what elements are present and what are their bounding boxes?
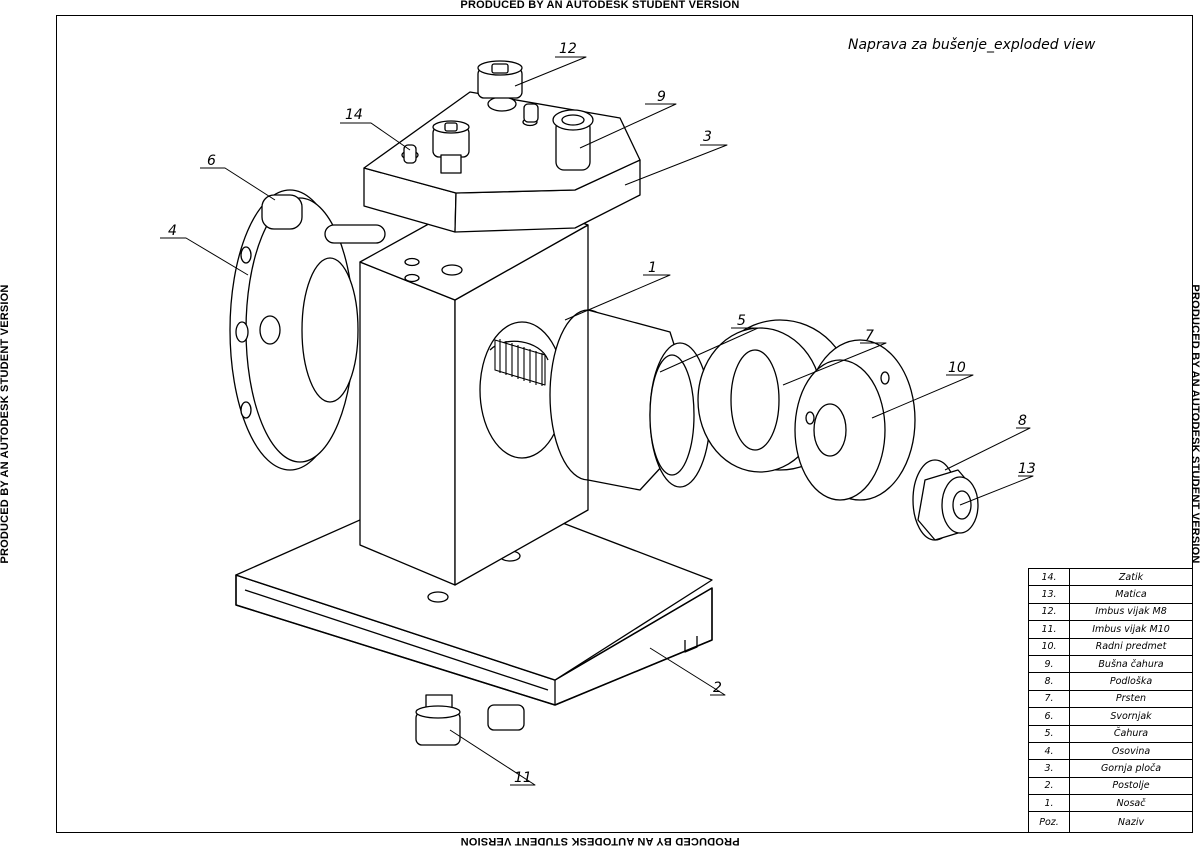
parts-list-position: 4. xyxy=(1028,741,1070,761)
parts-list-position: 13. xyxy=(1028,585,1070,604)
parts-list-position: 11. xyxy=(1028,620,1070,639)
callout-4: 4 xyxy=(168,223,177,239)
parts-list-position: 7. xyxy=(1028,689,1070,709)
parts-list-position: 6. xyxy=(1028,707,1070,726)
callout-5: 5 xyxy=(737,313,746,329)
parts-list-position: 5. xyxy=(1028,724,1070,743)
parts-list-row: 3.Gornja ploča xyxy=(1028,759,1193,778)
callout-10: 10 xyxy=(948,360,966,376)
leader-lines xyxy=(160,56,1034,786)
part-socket-screw-m10 xyxy=(415,694,525,746)
parts-list-position: 10. xyxy=(1028,637,1070,656)
callout-12: 12 xyxy=(559,41,577,57)
parts-list-name: Podloška xyxy=(1069,672,1193,691)
parts-list-row: 9.Bušna čahura xyxy=(1028,654,1193,674)
part-socket-screw-m8 xyxy=(432,60,523,174)
part-drill-bushing xyxy=(552,109,594,171)
parts-list-position: 8. xyxy=(1028,672,1070,691)
part-top-plate xyxy=(363,91,641,233)
parts-list-row: 1.Nosač xyxy=(1028,794,1193,813)
parts-list-position: 12. xyxy=(1028,602,1070,622)
parts-list-row: 2.Postolje xyxy=(1028,776,1193,796)
part-workpiece xyxy=(794,339,916,501)
callout-7: 7 xyxy=(865,328,874,344)
parts-list-row: 5.Čahura xyxy=(1028,724,1193,743)
parts-list-name: Nosač xyxy=(1069,794,1193,813)
parts-list-row: 13.Matica xyxy=(1028,585,1193,604)
parts-list-position: 14. xyxy=(1028,567,1070,587)
drawing-frame xyxy=(56,15,1193,833)
part-base-plate xyxy=(235,479,713,706)
part-threaded-stud xyxy=(494,339,546,386)
callout-13: 13 xyxy=(1018,461,1036,477)
callout-11: 11 xyxy=(514,770,532,786)
parts-list-name: Postolje xyxy=(1069,776,1193,796)
parts-list-row: 7.Prsten xyxy=(1028,689,1193,709)
callout-3: 3 xyxy=(703,129,712,145)
parts-list-position: 2. xyxy=(1028,776,1070,796)
watermark-top: PRODUCED BY AN AUTODESK STUDENT VERSION xyxy=(460,0,740,11)
parts-list-row: 12.Imbus vijak M8 xyxy=(1028,602,1193,622)
callout-8: 8 xyxy=(1018,413,1027,429)
parts-list-row: 6.Svornjak xyxy=(1028,707,1193,726)
part-sleeve xyxy=(549,309,711,491)
callout-14: 14 xyxy=(345,107,363,123)
callout-6: 6 xyxy=(207,153,216,169)
parts-list-row: 8.Podloška xyxy=(1028,672,1193,691)
callout-2: 2 xyxy=(713,680,722,696)
parts-list-position: 1. xyxy=(1028,794,1070,813)
parts-list-name: Prsten xyxy=(1069,689,1193,709)
parts-list-name: Radni predmet xyxy=(1069,637,1193,656)
parts-list-position: 3. xyxy=(1028,759,1070,778)
parts-list-row: 4.Osovina xyxy=(1028,741,1193,761)
parts-list-name: Zatik xyxy=(1069,567,1193,587)
parts-list-header-name: Naziv xyxy=(1069,811,1193,833)
parts-list-name: Matica xyxy=(1069,585,1193,604)
parts-list-header: Poz.Naziv xyxy=(1028,811,1193,833)
parts-list-name: Bušna čahura xyxy=(1069,654,1193,674)
parts-list-name: Svornjak xyxy=(1069,707,1193,726)
part-flange-shaft xyxy=(229,189,386,471)
callout-1: 1 xyxy=(648,260,657,276)
parts-list-name: Osovina xyxy=(1069,741,1193,761)
part-washer-nut xyxy=(912,459,979,541)
parts-list-name: Gornja ploča xyxy=(1069,759,1193,778)
parts-list-name: Imbus vijak M8 xyxy=(1069,602,1193,622)
parts-list-name: Čahura xyxy=(1069,724,1193,743)
parts-list-row: 11.Imbus vijak M10 xyxy=(1028,620,1193,639)
parts-list-position: 9. xyxy=(1028,654,1070,674)
parts-list-row: 10.Radni predmet xyxy=(1028,637,1193,656)
parts-list-row: 14.Zatik xyxy=(1028,567,1193,587)
parts-list-name: Imbus vijak M10 xyxy=(1069,620,1193,639)
callout-9: 9 xyxy=(657,89,666,105)
drawing-title: Naprava za bušenje_exploded view xyxy=(848,37,1096,53)
parts-list-header-pos: Poz. xyxy=(1028,811,1070,833)
